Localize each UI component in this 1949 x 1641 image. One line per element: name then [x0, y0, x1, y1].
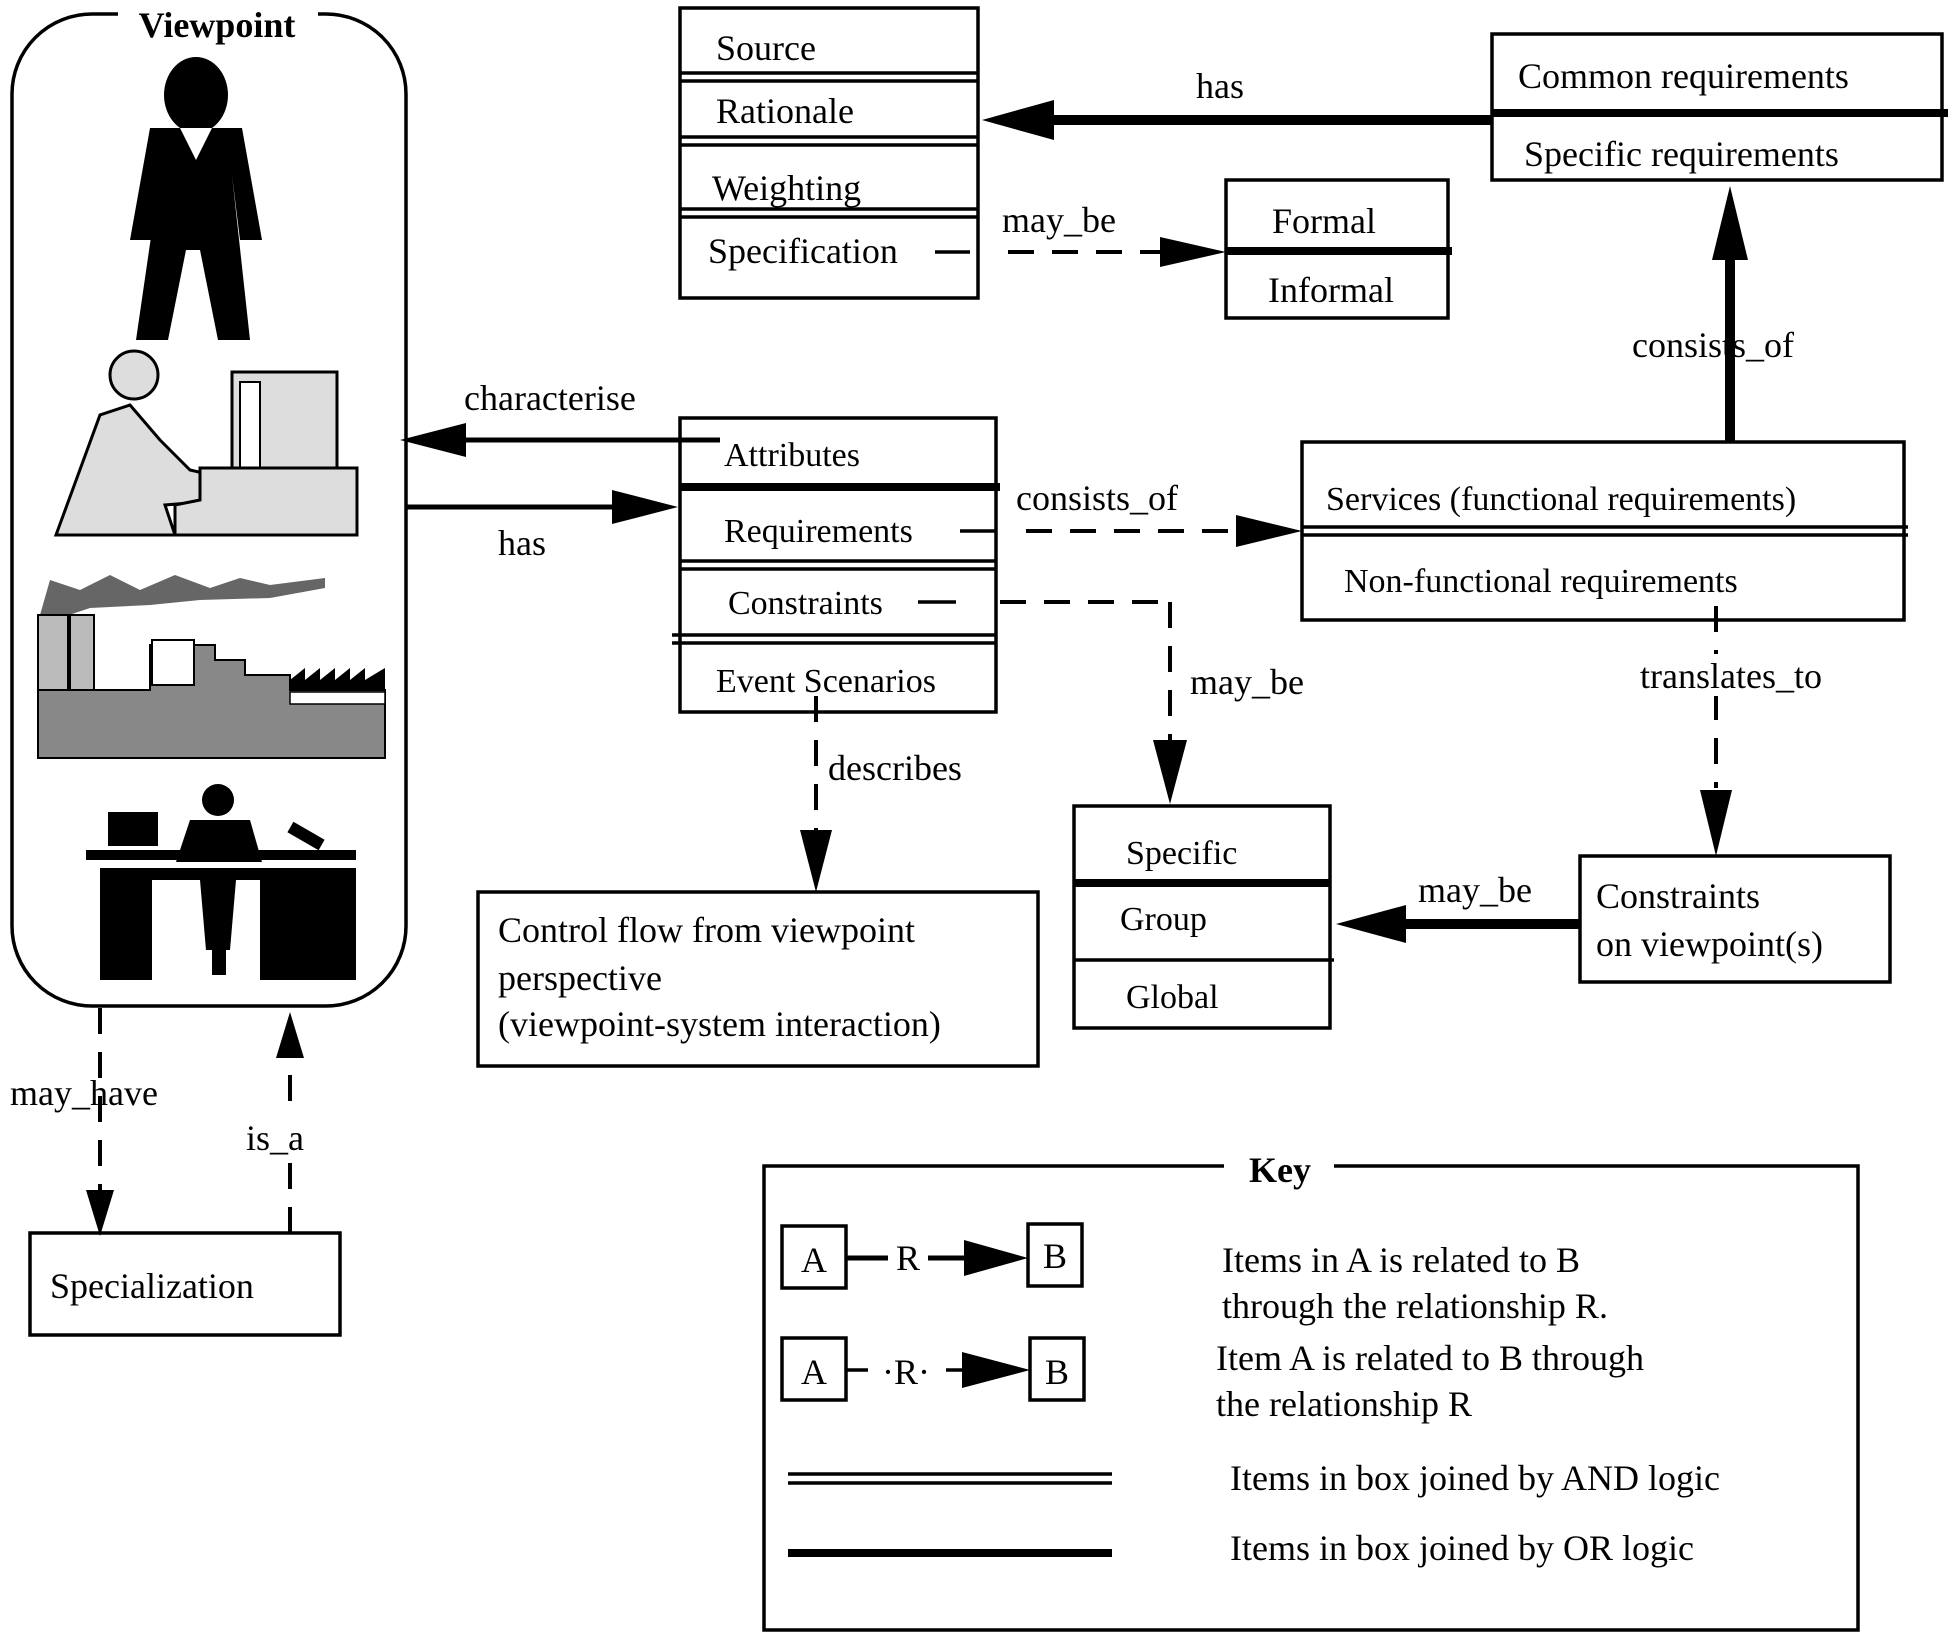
translates-to-label: translates_to [1640, 656, 1822, 696]
key-rel-r-2: ·R· [882, 1352, 930, 1392]
consists-of-services-arrow: consists_of [1632, 186, 1794, 442]
computer-user-icon [53, 349, 359, 537]
factory-icon [37, 575, 386, 759]
services-item: Services (functional requirements) [1326, 481, 1796, 518]
office-desk-icon [86, 784, 356, 980]
characterise-label: characterise [464, 378, 636, 418]
services-box: Services (functional requirements) Non-f… [1300, 440, 1908, 622]
has-viewpoint-arrow: has [406, 490, 678, 563]
key-row-or-logic: Items in box joined by OR logic [788, 1528, 1694, 1568]
is-a-label: is_a [246, 1118, 304, 1158]
key-box-a-1: A [801, 1240, 827, 1280]
constraints-on-vp-line-0: Constraints [1596, 876, 1760, 916]
key-rel-r-1: R [896, 1238, 920, 1278]
has-viewpoint-label: has [498, 523, 546, 563]
may-be-constraints-arrow: may_be [918, 600, 1304, 804]
key-row1-line-1: through the relationship R. [1222, 1286, 1608, 1326]
weighting-item: Weighting [712, 168, 861, 208]
scope-box: Specific Group Global [1072, 804, 1334, 1030]
may-have-label: may_have [10, 1073, 158, 1113]
source-item: Source [716, 28, 816, 68]
rationale-item: Rationale [716, 91, 854, 131]
viewpoint-title: Viewpoint [139, 5, 296, 45]
viewpoint-panel: Viewpoint [10, 4, 408, 1008]
common-requirements-item: Common requirements [1518, 56, 1849, 96]
key-box-b-1: B [1043, 1236, 1067, 1276]
specialization-box: Specialization [28, 1231, 342, 1337]
specific-requirements-item: Specific requirements [1524, 134, 1839, 174]
has-top-arrow: has [982, 66, 1492, 140]
key-row2-line-1: the relationship R [1216, 1384, 1472, 1424]
has-top-label: has [1196, 66, 1244, 106]
common-requirements-box: Common requirements Specific requirement… [1490, 32, 1948, 182]
informal-item: Informal [1268, 270, 1394, 310]
key-row-solid-relation: A R B Items in A is related to B through… [780, 1222, 1608, 1326]
specification-item: Specification [708, 231, 898, 271]
consists-of-req-label: consists_of [1016, 478, 1178, 518]
viewpoint-attributes-box: Source Rationale Weighting Specification [678, 6, 980, 300]
consists-of-req-arrow: consists_of [960, 478, 1302, 547]
may-be-constraints-label: may_be [1190, 662, 1304, 702]
key-box-a-2: A [801, 1352, 827, 1392]
control-flow-line-2: (viewpoint-system interaction) [498, 1004, 941, 1044]
constraints-on-vp-line-1: on viewpoint(s) [1596, 924, 1823, 964]
control-flow-box: Control flow from viewpoint perspective … [476, 890, 1040, 1068]
translates-to-arrow: translates_to [1636, 606, 1858, 856]
key-row-dashed-relation: A ·R· B Item A is related to B through t… [780, 1336, 1644, 1424]
specialization-label: Specialization [50, 1266, 254, 1306]
is-a-arrow: is_a [230, 1012, 326, 1233]
may-be-scope-label: may_be [1418, 870, 1532, 910]
key-row2-line-0: Item A is related to B through [1216, 1338, 1644, 1378]
key-box-b-2: B [1045, 1352, 1069, 1392]
describes-label: describes [828, 748, 962, 788]
constraints-on-viewpoints-box: Constraints on viewpoint(s) [1578, 854, 1892, 984]
key-title: Key [1249, 1150, 1311, 1190]
may-be-scope-arrow: may_be [1336, 870, 1580, 943]
may-be-spec-arrow: may_be [935, 200, 1226, 267]
may-have-arrow: may_have [10, 1008, 158, 1236]
specific-item: Specific [1126, 835, 1237, 872]
formal-informal-box: Formal Informal [1224, 178, 1452, 320]
control-flow-line-0: Control flow from viewpoint [498, 910, 915, 950]
group-item: Group [1120, 901, 1207, 938]
may-be-spec-label: may_be [1002, 200, 1116, 240]
person-icon [130, 57, 262, 340]
attributes-item: Attributes [724, 437, 860, 474]
legend-key: Key A R B Items in A is related to B thr… [762, 1146, 1860, 1632]
control-flow-line-1: perspective [498, 958, 662, 998]
key-row1-line-0: Items in A is related to B [1222, 1240, 1580, 1280]
non-functional-item: Non-functional requirements [1344, 563, 1738, 600]
formal-item: Formal [1272, 201, 1376, 241]
global-item: Global [1126, 979, 1219, 1016]
event-scenarios-item: Event Scenarios [716, 663, 936, 700]
requirements-item: Requirements [724, 513, 913, 550]
key-row4-text: Items in box joined by OR logic [1230, 1528, 1694, 1568]
key-row-and-logic: Items in box joined by AND logic [788, 1458, 1720, 1498]
characterise-arrow: characterise [400, 378, 720, 457]
key-row3-text: Items in box joined by AND logic [1230, 1458, 1720, 1498]
constraints-item: Constraints [728, 585, 883, 622]
consists-of-services-label: consists_of [1632, 325, 1794, 365]
describes-arrow: describes [800, 696, 962, 892]
requirements-box: Attributes Requirements Constraints Even… [672, 416, 1000, 714]
